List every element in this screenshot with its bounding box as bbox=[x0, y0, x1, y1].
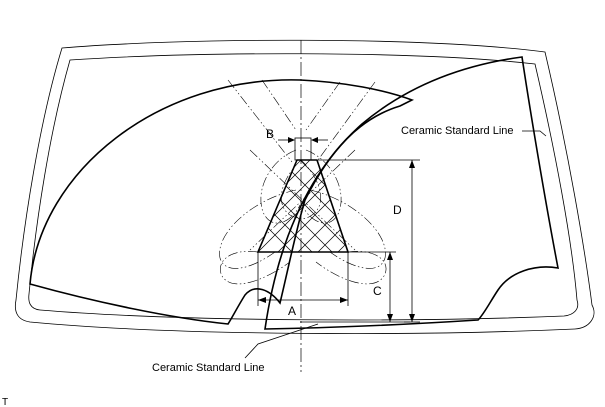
windshield-inner-outline bbox=[28, 53, 579, 321]
leader-ceramic-right bbox=[522, 130, 547, 137]
dimension-d bbox=[318, 159, 420, 323]
phantom-line-right-1 bbox=[317, 81, 376, 161]
leader-ceramic-bottom bbox=[244, 323, 319, 359]
label-dim-b: B bbox=[266, 127, 274, 141]
dimension-c bbox=[300, 251, 410, 323]
phantom-line-left-1 bbox=[227, 79, 293, 163]
phantom-loop-center-left bbox=[260, 149, 301, 224]
label-corner-mark: T bbox=[2, 397, 8, 407]
phantom-loop-center-right bbox=[301, 149, 342, 224]
left-ceramic-area bbox=[29, 79, 415, 325]
phantom-loop-left bbox=[219, 189, 297, 269]
phantom-line-diag-1 bbox=[249, 149, 356, 251]
right-ceramic-area bbox=[264, 56, 560, 330]
phantom-line-left-2 bbox=[261, 79, 297, 131]
label-ceramic-right: Ceramic Standard Line bbox=[401, 125, 514, 137]
top-reference-box bbox=[294, 137, 312, 161]
label-dim-d: D bbox=[393, 203, 402, 217]
dimension-a bbox=[257, 252, 349, 306]
phantom-loop-left-outer bbox=[220, 251, 291, 285]
phantom-line-right-2 bbox=[305, 81, 341, 131]
windshield-outer-outline bbox=[14, 39, 595, 334]
phantom-line-diag-2 bbox=[249, 149, 356, 251]
label-dim-c: C bbox=[373, 284, 382, 298]
label-ceramic-bottom: Ceramic Standard Line bbox=[152, 362, 265, 374]
dimension-b bbox=[278, 137, 328, 143]
label-dim-a: A bbox=[288, 304, 296, 318]
phantom-loop-right-outer bbox=[315, 251, 387, 285]
phantom-loop-right bbox=[309, 189, 386, 269]
